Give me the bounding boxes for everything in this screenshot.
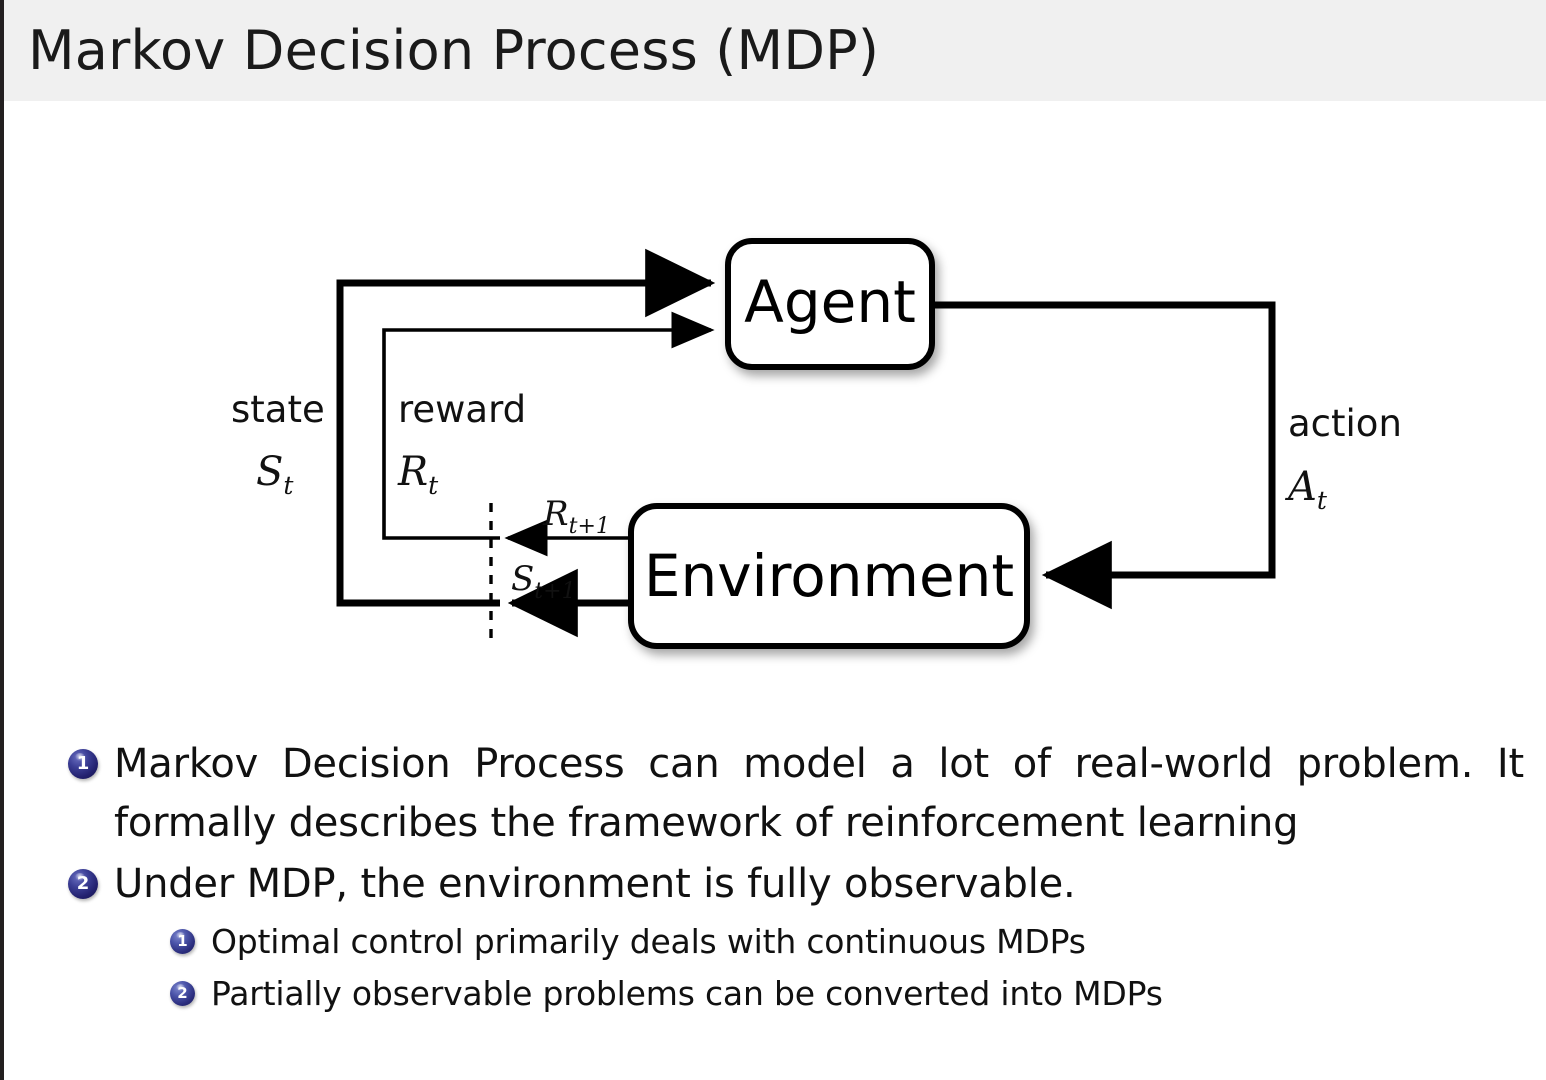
edge-label-action: action — [1288, 402, 1402, 445]
list-item: 1 Optimal control primarily deals with c… — [0, 916, 1546, 968]
list-item: 1 Markov Decision Process can model a lo… — [0, 735, 1546, 853]
edge-label-next-state: St+1 — [511, 559, 576, 604]
bullet-list: 1 Markov Decision Process can model a lo… — [0, 735, 1546, 1020]
edge-label-state: state — [231, 388, 325, 431]
node-environment-label: Environment — [644, 542, 1014, 610]
edge-label-action-symbol: At — [1284, 464, 1328, 515]
bullet-marker: 2 — [170, 981, 195, 1006]
list-item: 2 Under MDP, the environment is fully ob… — [0, 855, 1546, 914]
bullet-text: Optimal control primarily deals with con… — [211, 922, 1086, 961]
edge-label-state-symbol: St — [256, 449, 294, 500]
bullet-marker: 1 — [170, 929, 195, 954]
bullet-text: Markov Decision Process can model a lot … — [114, 741, 1524, 846]
agent-environment-diagram: Agent Environment state St reward Rt act… — [0, 110, 1546, 710]
bullet-text: Partially observable problems can be con… — [211, 974, 1163, 1013]
edge-action-loop — [930, 301, 1276, 610]
page-title: Markov Decision Process (MDP) — [28, 19, 880, 82]
node-agent — [725, 238, 935, 370]
slide-header-band — [4, 0, 1546, 101]
list-item: 2 Partially observable problems can be c… — [0, 968, 1546, 1020]
edge-label-reward-symbol: Rt — [397, 449, 439, 500]
node-environment — [628, 503, 1030, 649]
edge-label-reward: reward — [398, 388, 526, 431]
bullet-text: Under MDP, the environment is fully obse… — [114, 861, 1076, 907]
bullet-marker: 1 — [68, 749, 98, 779]
slide-left-border — [0, 0, 4, 1080]
bullet-marker: 2 — [68, 869, 98, 899]
edge-label-next-reward: Rt+1 — [542, 494, 610, 539]
node-agent-label: Agent — [744, 268, 916, 336]
